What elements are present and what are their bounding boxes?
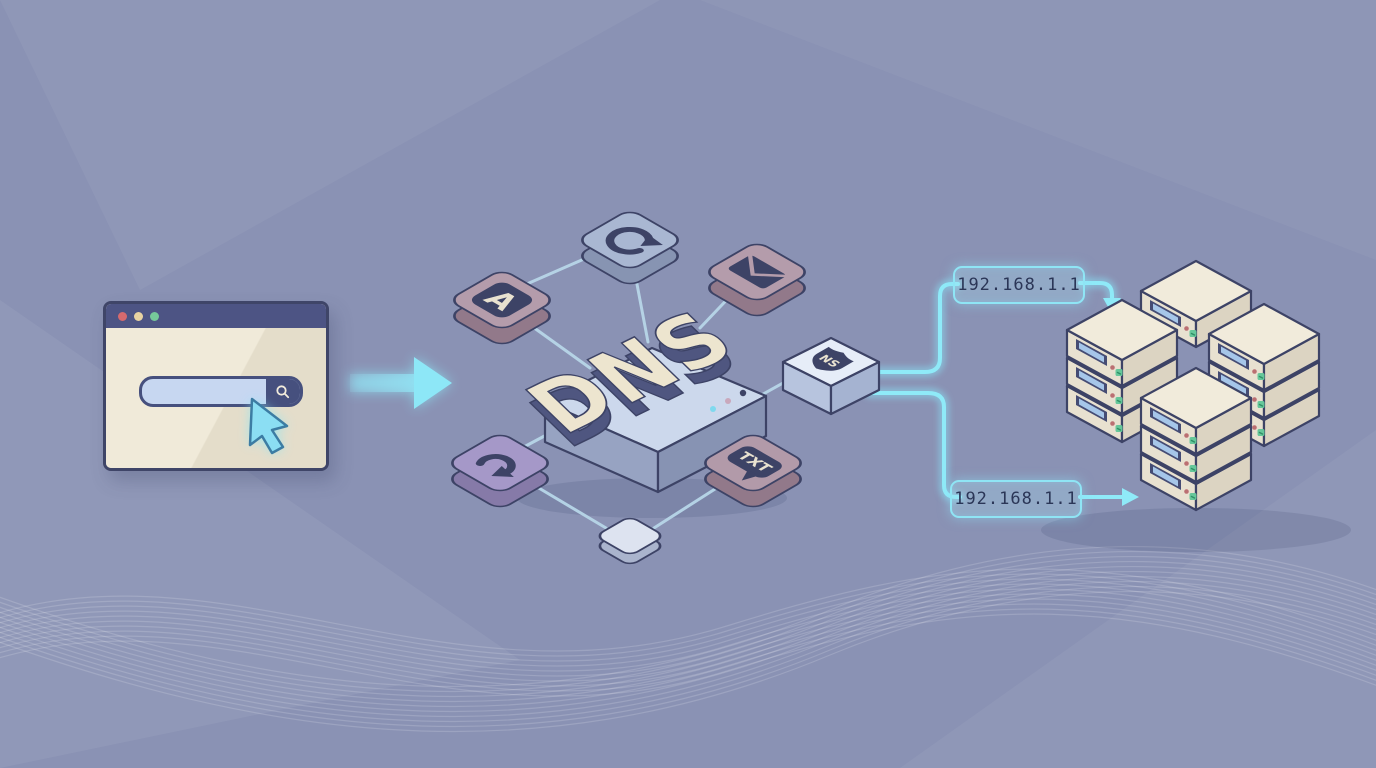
server-icon	[1139, 366, 1253, 456]
dns-shadow	[517, 478, 787, 518]
search-input	[142, 379, 266, 404]
record-txt-letters: TXT	[733, 449, 777, 474]
speech-bubble-icon: TXT	[727, 446, 782, 481]
arrow-right-icon	[350, 357, 452, 409]
record-refresh-badge	[581, 211, 679, 285]
dns-server-block: DNS DNS	[507, 295, 768, 494]
arrow-down-icon	[1103, 298, 1121, 314]
blank-node	[598, 517, 662, 565]
record-ns-cube: NS	[781, 336, 881, 416]
mail-envelope-icon	[728, 254, 787, 289]
browser-body	[106, 328, 326, 468]
redirect-arrow-icon	[475, 454, 516, 477]
server-icon	[1139, 394, 1253, 484]
server-icon	[1207, 358, 1321, 448]
record-ns-letters: NS	[815, 353, 843, 369]
dns-3d-text: DNS DNS	[507, 295, 761, 465]
search-icon	[276, 384, 290, 398]
wave-pattern	[0, 545, 1376, 733]
traffic-light-green	[150, 311, 159, 321]
record-cname-badge	[451, 434, 549, 508]
browser-titlebar	[106, 304, 326, 328]
ip-label-top: 192.168.1.1	[953, 266, 1085, 304]
search-button	[266, 379, 300, 404]
server-icon	[1065, 326, 1179, 416]
traffic-light-yellow	[134, 311, 143, 321]
server-icon	[1139, 259, 1253, 349]
browser-window	[103, 301, 329, 471]
connection-lines	[510, 250, 794, 530]
search-bar	[139, 376, 303, 407]
arrow-right-icon	[1122, 488, 1139, 506]
ip-label-bottom: 192.168.1.1	[950, 480, 1082, 518]
server-icon	[1065, 354, 1179, 444]
server-cluster	[1065, 259, 1321, 512]
record-a-badge: A	[453, 271, 551, 345]
record-txt-badge: TXT	[704, 434, 802, 508]
refresh-icon	[605, 226, 663, 255]
server-icon	[1207, 330, 1321, 420]
indicator-light-dark	[739, 389, 747, 397]
svg-text:DNS: DNS	[508, 295, 756, 450]
server-shadow	[1041, 508, 1351, 552]
indicator-light-pink	[725, 398, 731, 404]
record-mx-badge	[708, 243, 806, 317]
server-icon	[1065, 298, 1179, 388]
background-polygon	[0, 0, 660, 290]
server-icon	[1139, 422, 1253, 512]
server-icon	[1207, 302, 1321, 392]
record-a-letter: A	[475, 286, 526, 316]
indicator-light-cyan	[710, 406, 716, 412]
background-polygon	[700, 0, 1376, 260]
traffic-light-red	[118, 311, 127, 321]
shield-icon: NS	[812, 346, 854, 371]
svg-text:DNS: DNS	[512, 308, 760, 463]
